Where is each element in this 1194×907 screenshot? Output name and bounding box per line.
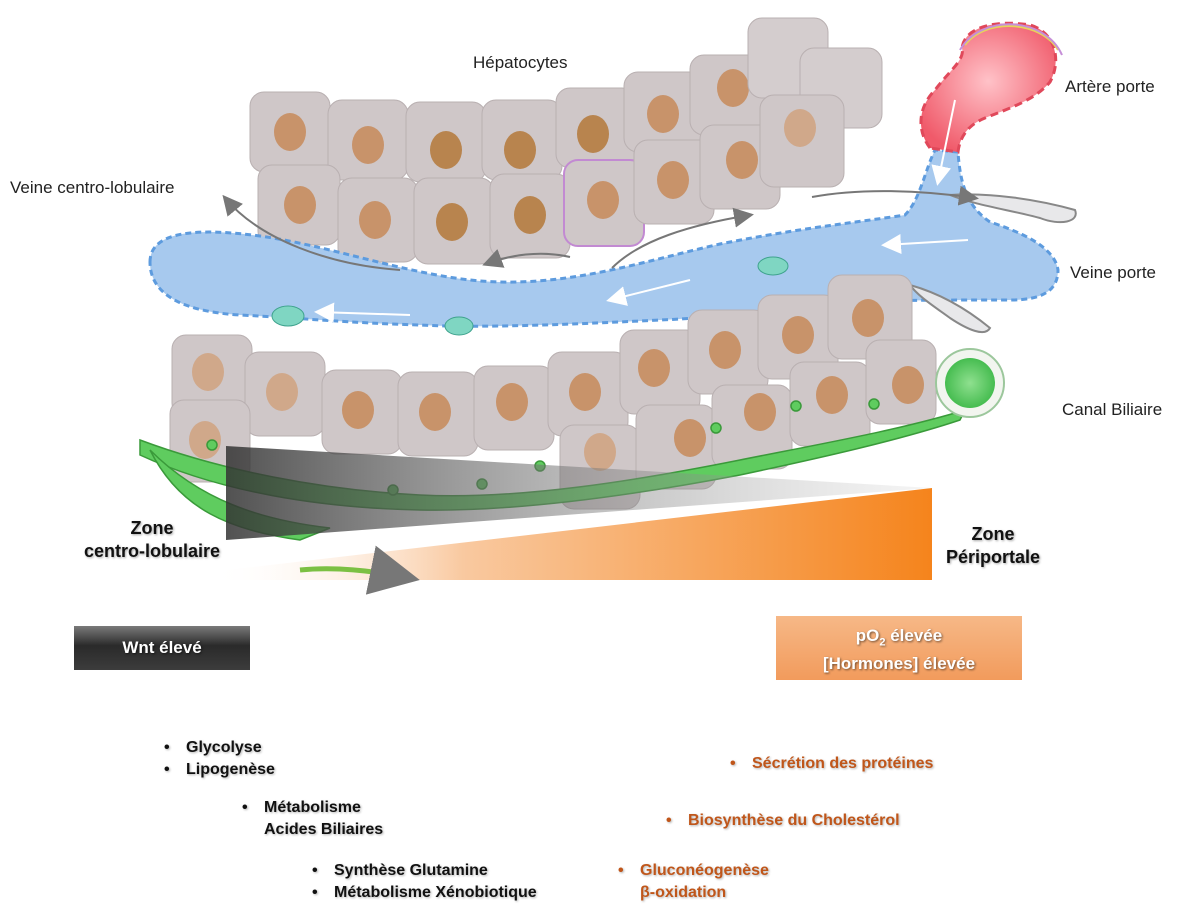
hormones-line: [Hormones] élevée (776, 653, 1022, 675)
zone-centrilobular: Zone centro-lobulaire (62, 517, 242, 563)
hepatocyte (338, 178, 418, 262)
periportal-functions-3: Gluconéogenèse β-oxidation (614, 860, 769, 904)
blood-cell (445, 317, 473, 335)
portal-artery-label: Artère porte (1065, 77, 1155, 97)
function-item: Gluconéogenèse (614, 860, 769, 882)
hepatocyte (760, 95, 844, 187)
function-item-cont: β-oxidation (614, 882, 769, 904)
hepatocyte (564, 160, 644, 246)
function-item: Métabolisme Xénobiotique (308, 882, 537, 904)
blood-cell (272, 306, 304, 326)
central-vein-label: Veine centro-lobulaire (10, 178, 174, 198)
hepatocyte (414, 178, 494, 264)
centrilobular-functions-1: Glycolyse Lipogenèse (160, 737, 275, 781)
hepatocyte (482, 100, 562, 180)
periportal-functions-2: Biosynthèse du Cholestérol (662, 810, 900, 832)
portal-vein-label: Veine porte (1070, 263, 1156, 283)
bile-duct (936, 349, 1004, 417)
po2-line: pO2 élevée (776, 625, 1022, 653)
po2-suffix: élevée (886, 626, 943, 645)
po2-label: pO2 élevée [Hormones] élevée (776, 625, 1022, 675)
wnt-label: Wnt élevé (74, 638, 250, 658)
hepatocyte (790, 362, 870, 446)
hepatocyte (245, 352, 325, 436)
zone-centrilobular-line2: centro-lobulaire (62, 540, 242, 563)
function-item: Glycolyse (160, 737, 275, 759)
function-item: Sécrétion des protéines (726, 753, 933, 775)
blood-cell (758, 257, 788, 275)
hepatocyte (688, 310, 768, 394)
portal-artery (921, 23, 1062, 182)
bile-duct-label: Canal Biliaire (1062, 400, 1162, 420)
zone-periportal-line1: Zone (928, 523, 1058, 546)
function-item-cont: Acides Biliaires (238, 819, 383, 841)
hepatocyte (548, 352, 628, 436)
hepatocyte (258, 165, 340, 245)
centrilobular-functions-2: Métabolisme Acides Biliaires (238, 797, 383, 841)
hepatocyte (406, 102, 486, 182)
zone-centrilobular-line1: Zone (62, 517, 242, 540)
hepatocyte (474, 366, 554, 450)
periportal-functions-1: Sécrétion des protéines (726, 753, 933, 775)
function-item: Lipogenèse (160, 759, 275, 781)
hepatocyte (250, 92, 330, 172)
function-item: Métabolisme (238, 797, 383, 819)
hepatocytes-label: Hépatocytes (473, 53, 568, 73)
hepatocyte (328, 100, 408, 180)
po2-prefix: pO (856, 626, 880, 645)
hepatocyte (866, 340, 936, 424)
function-item: Biosynthèse du Cholestérol (662, 810, 900, 832)
zone-periportal: Zone Périportale (928, 523, 1058, 569)
hepatocyte (490, 174, 570, 258)
function-item: Synthèse Glutamine (308, 860, 537, 882)
centrilobular-functions-3: Synthèse Glutamine Métabolisme Xénobioti… (308, 860, 537, 904)
zone-periportal-line2: Périportale (928, 546, 1058, 569)
hepatocyte (322, 370, 402, 454)
hepatocyte (398, 372, 478, 456)
